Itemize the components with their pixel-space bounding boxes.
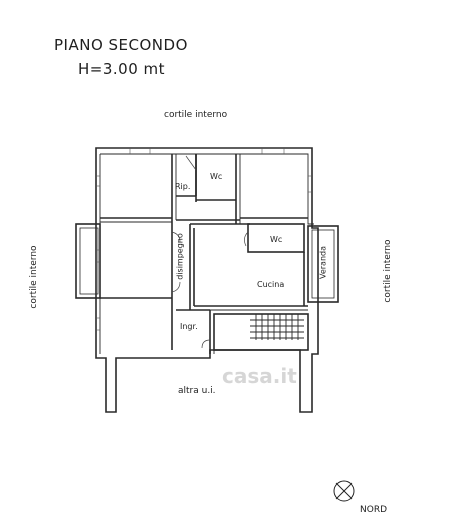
veranda-box <box>307 225 339 303</box>
room-veranda: Veranda <box>318 246 328 280</box>
compass-symbol <box>333 480 355 502</box>
label-top-courtyard: cortile interno <box>164 110 228 120</box>
window-marks <box>96 148 312 331</box>
room-wc-top: Wc <box>210 172 223 181</box>
label-right-courtyard: cortile interno <box>383 239 393 303</box>
room-rip: Rip. <box>175 182 191 191</box>
stairwell <box>213 313 309 351</box>
stair-treads <box>250 314 304 340</box>
ceiling-height: H=3.00 mt <box>78 60 166 78</box>
label-left-courtyard: cortile interno <box>29 245 39 309</box>
floor-title: PIANO SECONDO <box>54 36 188 54</box>
room-cucina: Cucina <box>257 280 285 289</box>
room-disimpegno: disimpegno <box>175 233 185 280</box>
compass-label: NORD <box>360 505 387 515</box>
room-wc-right: Wc <box>270 235 283 244</box>
room-ingresso: Ingr. <box>180 322 198 331</box>
left-balcony <box>75 223 101 299</box>
door-swings <box>171 155 249 349</box>
watermark: casa.it <box>222 364 297 388</box>
label-other-unit: altra u.i. <box>178 386 216 396</box>
